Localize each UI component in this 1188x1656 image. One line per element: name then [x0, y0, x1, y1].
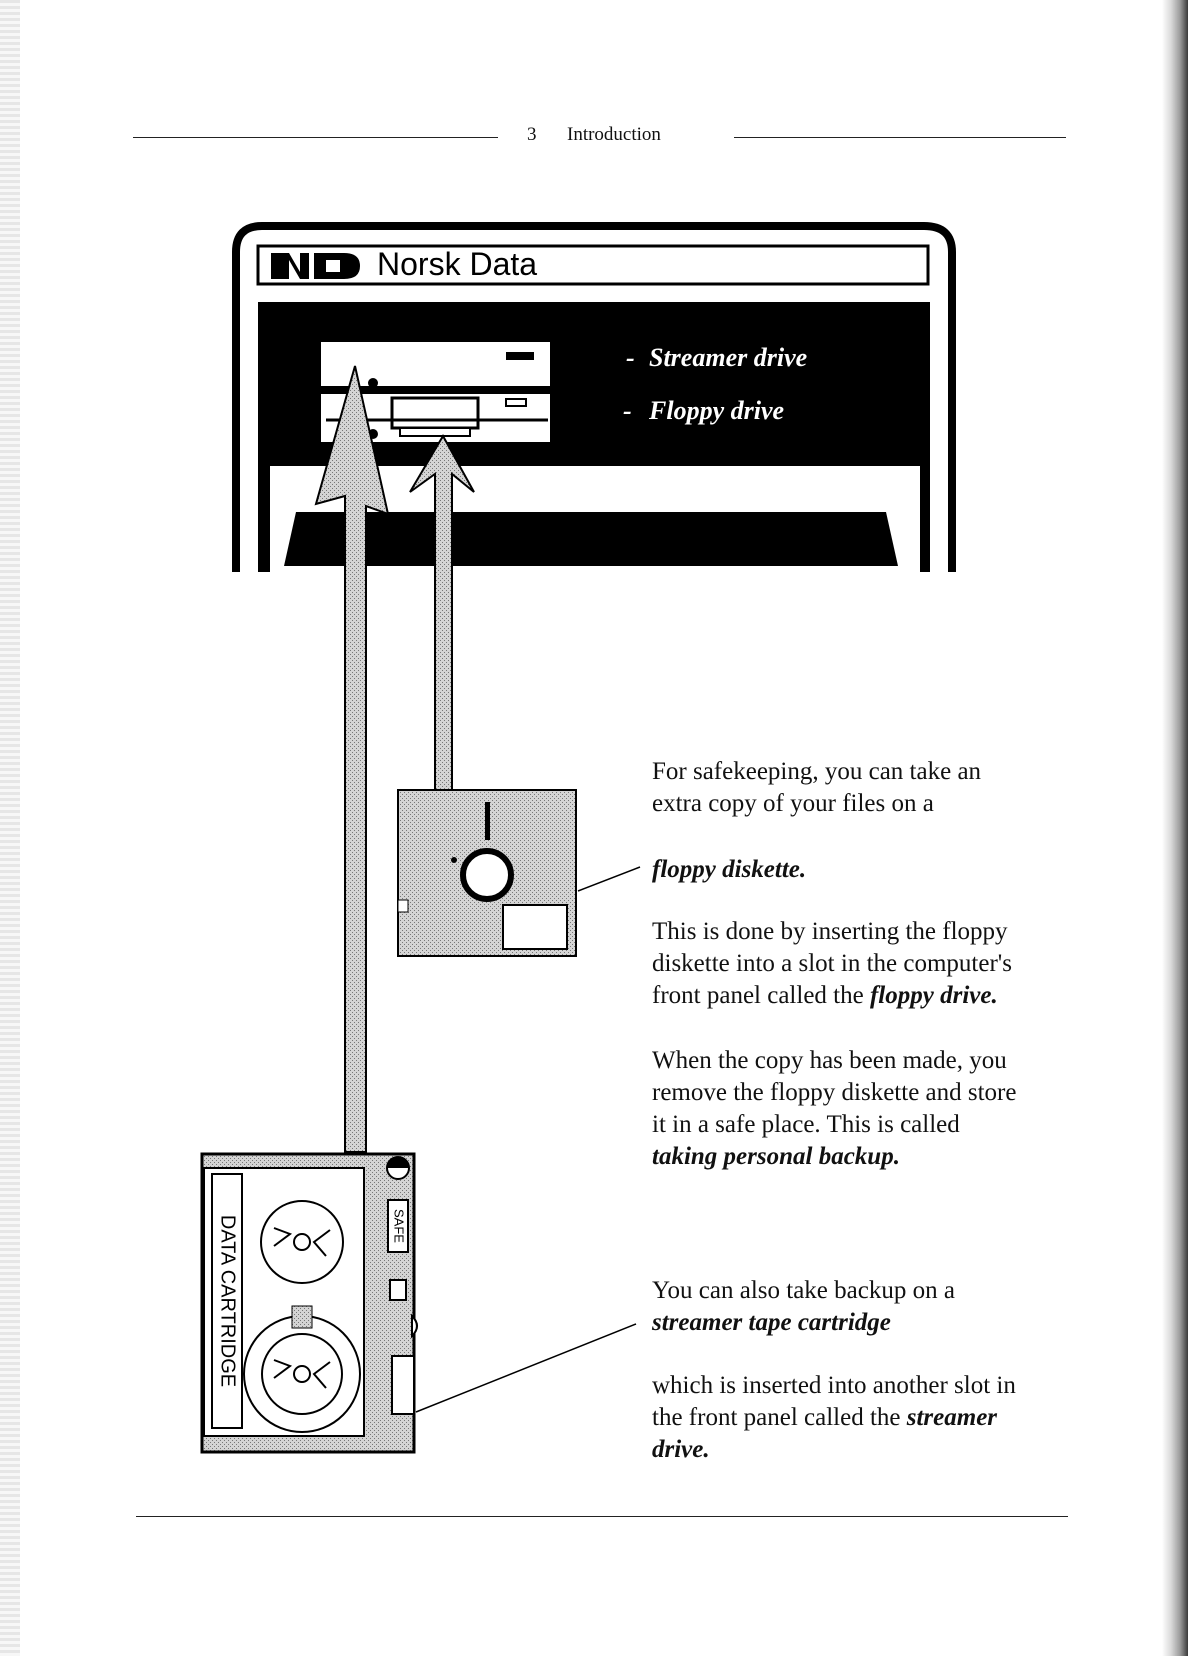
floppy-diskette	[397, 789, 641, 957]
nd-logo	[271, 253, 360, 279]
paragraph-5: which is inserted into another slot in t…	[652, 1370, 1016, 1466]
streamer-dash: -	[626, 343, 635, 372]
safe-label: SAFE	[392, 1209, 407, 1243]
floppy-drive-label: Floppy drive	[649, 396, 785, 425]
footer-rule	[136, 1516, 1068, 1517]
term-streamer-tape-cartridge: streamer tape cartridge	[652, 1309, 891, 1336]
term-streamer: streamer	[906, 1404, 998, 1431]
text-segment: the front panel called the	[652, 1404, 907, 1431]
text-line: When the copy has been made, you	[652, 1047, 1007, 1074]
header-rule-left	[133, 137, 498, 138]
text-line: which is inserted into another slot in	[652, 1372, 1016, 1399]
term-floppy-diskette: floppy diskette.	[652, 856, 807, 883]
text-line: diskette into a slot in the computer's	[652, 950, 1012, 977]
header-rule-right	[734, 137, 1066, 138]
paragraph-1: For safekeeping, you can take an extra c…	[652, 756, 981, 820]
text-line: This is done by inserting the floppy	[652, 918, 1008, 945]
text-line: remove the floppy diskette and store	[652, 1079, 1017, 1106]
paragraph-2: This is done by inserting the floppy dis…	[652, 916, 1012, 1012]
section-title: Introduction	[567, 124, 661, 145]
page-number: 3	[527, 124, 537, 145]
term-personal-backup: taking personal backup.	[652, 1143, 900, 1170]
term-drive: drive.	[652, 1436, 710, 1463]
text-segment: front panel called the	[652, 982, 870, 1009]
text-line: it in a safe place. This is called	[652, 1111, 960, 1138]
text-line: For safekeeping, you can take an	[652, 758, 982, 785]
streamer-arrow	[314, 365, 390, 1153]
brand-name: Norsk Data	[377, 246, 538, 282]
scan-left-edge	[0, 0, 20, 1656]
text-line: extra copy of your files on a	[652, 790, 934, 817]
text-line: You can also take backup on a	[652, 1277, 955, 1304]
scan-right-edge	[1162, 0, 1188, 1656]
text-line: the front panel called the streamer	[652, 1402, 1016, 1434]
data-cartridge	[200, 1152, 637, 1454]
term-floppy-drive: floppy drive.	[869, 982, 998, 1009]
floppy-dash: -	[623, 396, 632, 425]
streamer-drive-label: Streamer drive	[649, 343, 808, 372]
cartridge-label: DATA CARTRIDGE	[217, 1215, 239, 1387]
paragraph-3: When the copy has been made, you remove …	[652, 1045, 1016, 1173]
text-line: front panel called the floppy drive.	[652, 980, 1012, 1012]
paragraph-4: You can also take backup on a streamer t…	[652, 1275, 955, 1339]
floppy-arrow	[409, 433, 475, 793]
